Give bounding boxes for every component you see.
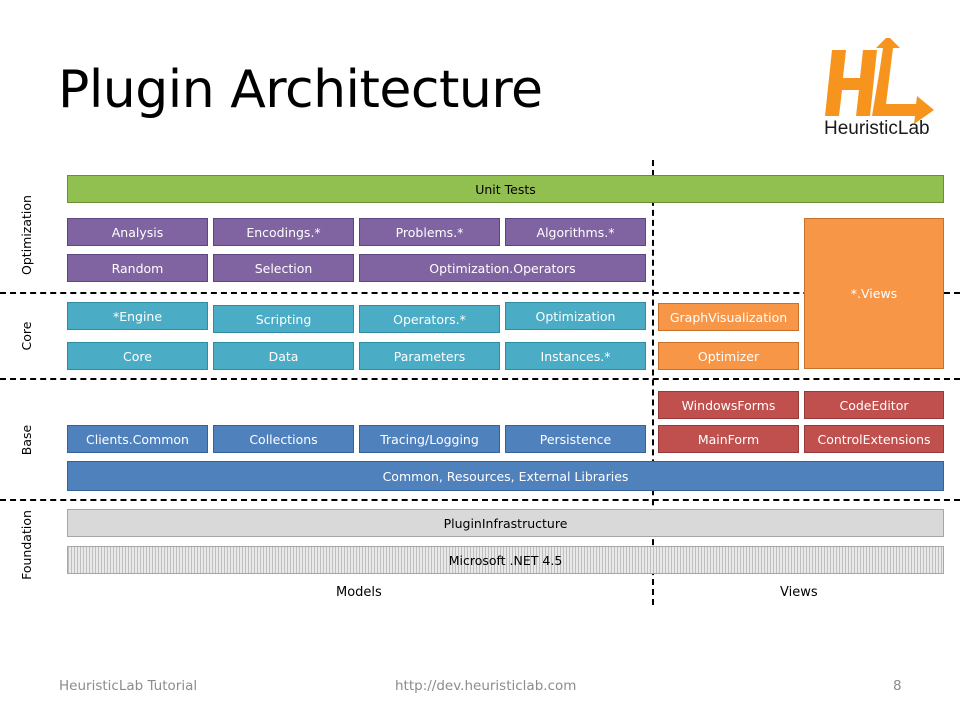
footer-left: HeuristicLab Tutorial <box>59 678 198 694</box>
block-collections: Collections <box>213 425 354 453</box>
block-engine: *Engine <box>67 302 208 330</box>
block-code-editor: CodeEditor <box>804 391 944 419</box>
block-selection: Selection <box>213 254 354 282</box>
block-operators: Operators.* <box>359 305 500 333</box>
block-optimization: Optimization <box>505 302 646 330</box>
block-parameters: Parameters <box>359 342 500 370</box>
block-analysis: Analysis <box>67 218 208 246</box>
block-scripting: Scripting <box>213 305 354 333</box>
block-views: *.Views <box>804 218 944 369</box>
block-tracing-logging: Tracing/Logging <box>359 425 500 453</box>
slide-title: Plugin Architecture <box>58 60 543 120</box>
block-optimization-operators: Optimization.Operators <box>359 254 646 282</box>
block-common-resources: Common, Resources, External Libraries <box>67 461 944 491</box>
separator-models-views <box>652 160 654 605</box>
column-label-models: Models <box>336 585 382 600</box>
block-persistence: Persistence <box>505 425 646 453</box>
block-clients-common: Clients.Common <box>67 425 208 453</box>
footer-url: http://dev.heuristiclab.com <box>395 678 577 694</box>
block-graph-visualization: GraphVisualization <box>658 303 799 331</box>
block-algorithms: Algorithms.* <box>505 218 646 246</box>
layer-label-core: Core <box>19 321 34 351</box>
block-random: Random <box>67 254 208 282</box>
column-label-views: Views <box>780 585 818 600</box>
block-main-form: MainForm <box>658 425 799 453</box>
logo-name: HeuristicLab <box>824 118 930 139</box>
block-plugin-infrastructure: PluginInfrastructure <box>67 509 944 537</box>
layer-label-foundation: Foundation <box>19 510 34 580</box>
block-optimizer: Optimizer <box>658 342 799 370</box>
block-instances: Instances.* <box>505 342 646 370</box>
footer-page-number: 8 <box>893 678 902 694</box>
layer-label-optimization: Optimization <box>19 195 34 275</box>
block-unit-tests: Unit Tests <box>67 175 944 203</box>
separator-core-base <box>0 378 960 380</box>
block-dotnet: Microsoft .NET 4.5 <box>67 546 944 574</box>
heuristiclab-logo-icon <box>825 38 934 124</box>
block-control-extensions: ControlExtensions <box>804 425 944 453</box>
block-core: Core <box>67 342 208 370</box>
block-encodings: Encodings.* <box>213 218 354 246</box>
separator-base-foundation <box>0 499 960 501</box>
block-problems: Problems.* <box>359 218 500 246</box>
separator-optimization-core <box>0 292 960 294</box>
block-windows-forms: WindowsForms <box>658 391 799 419</box>
block-data: Data <box>213 342 354 370</box>
layer-label-base: Base <box>19 424 34 456</box>
